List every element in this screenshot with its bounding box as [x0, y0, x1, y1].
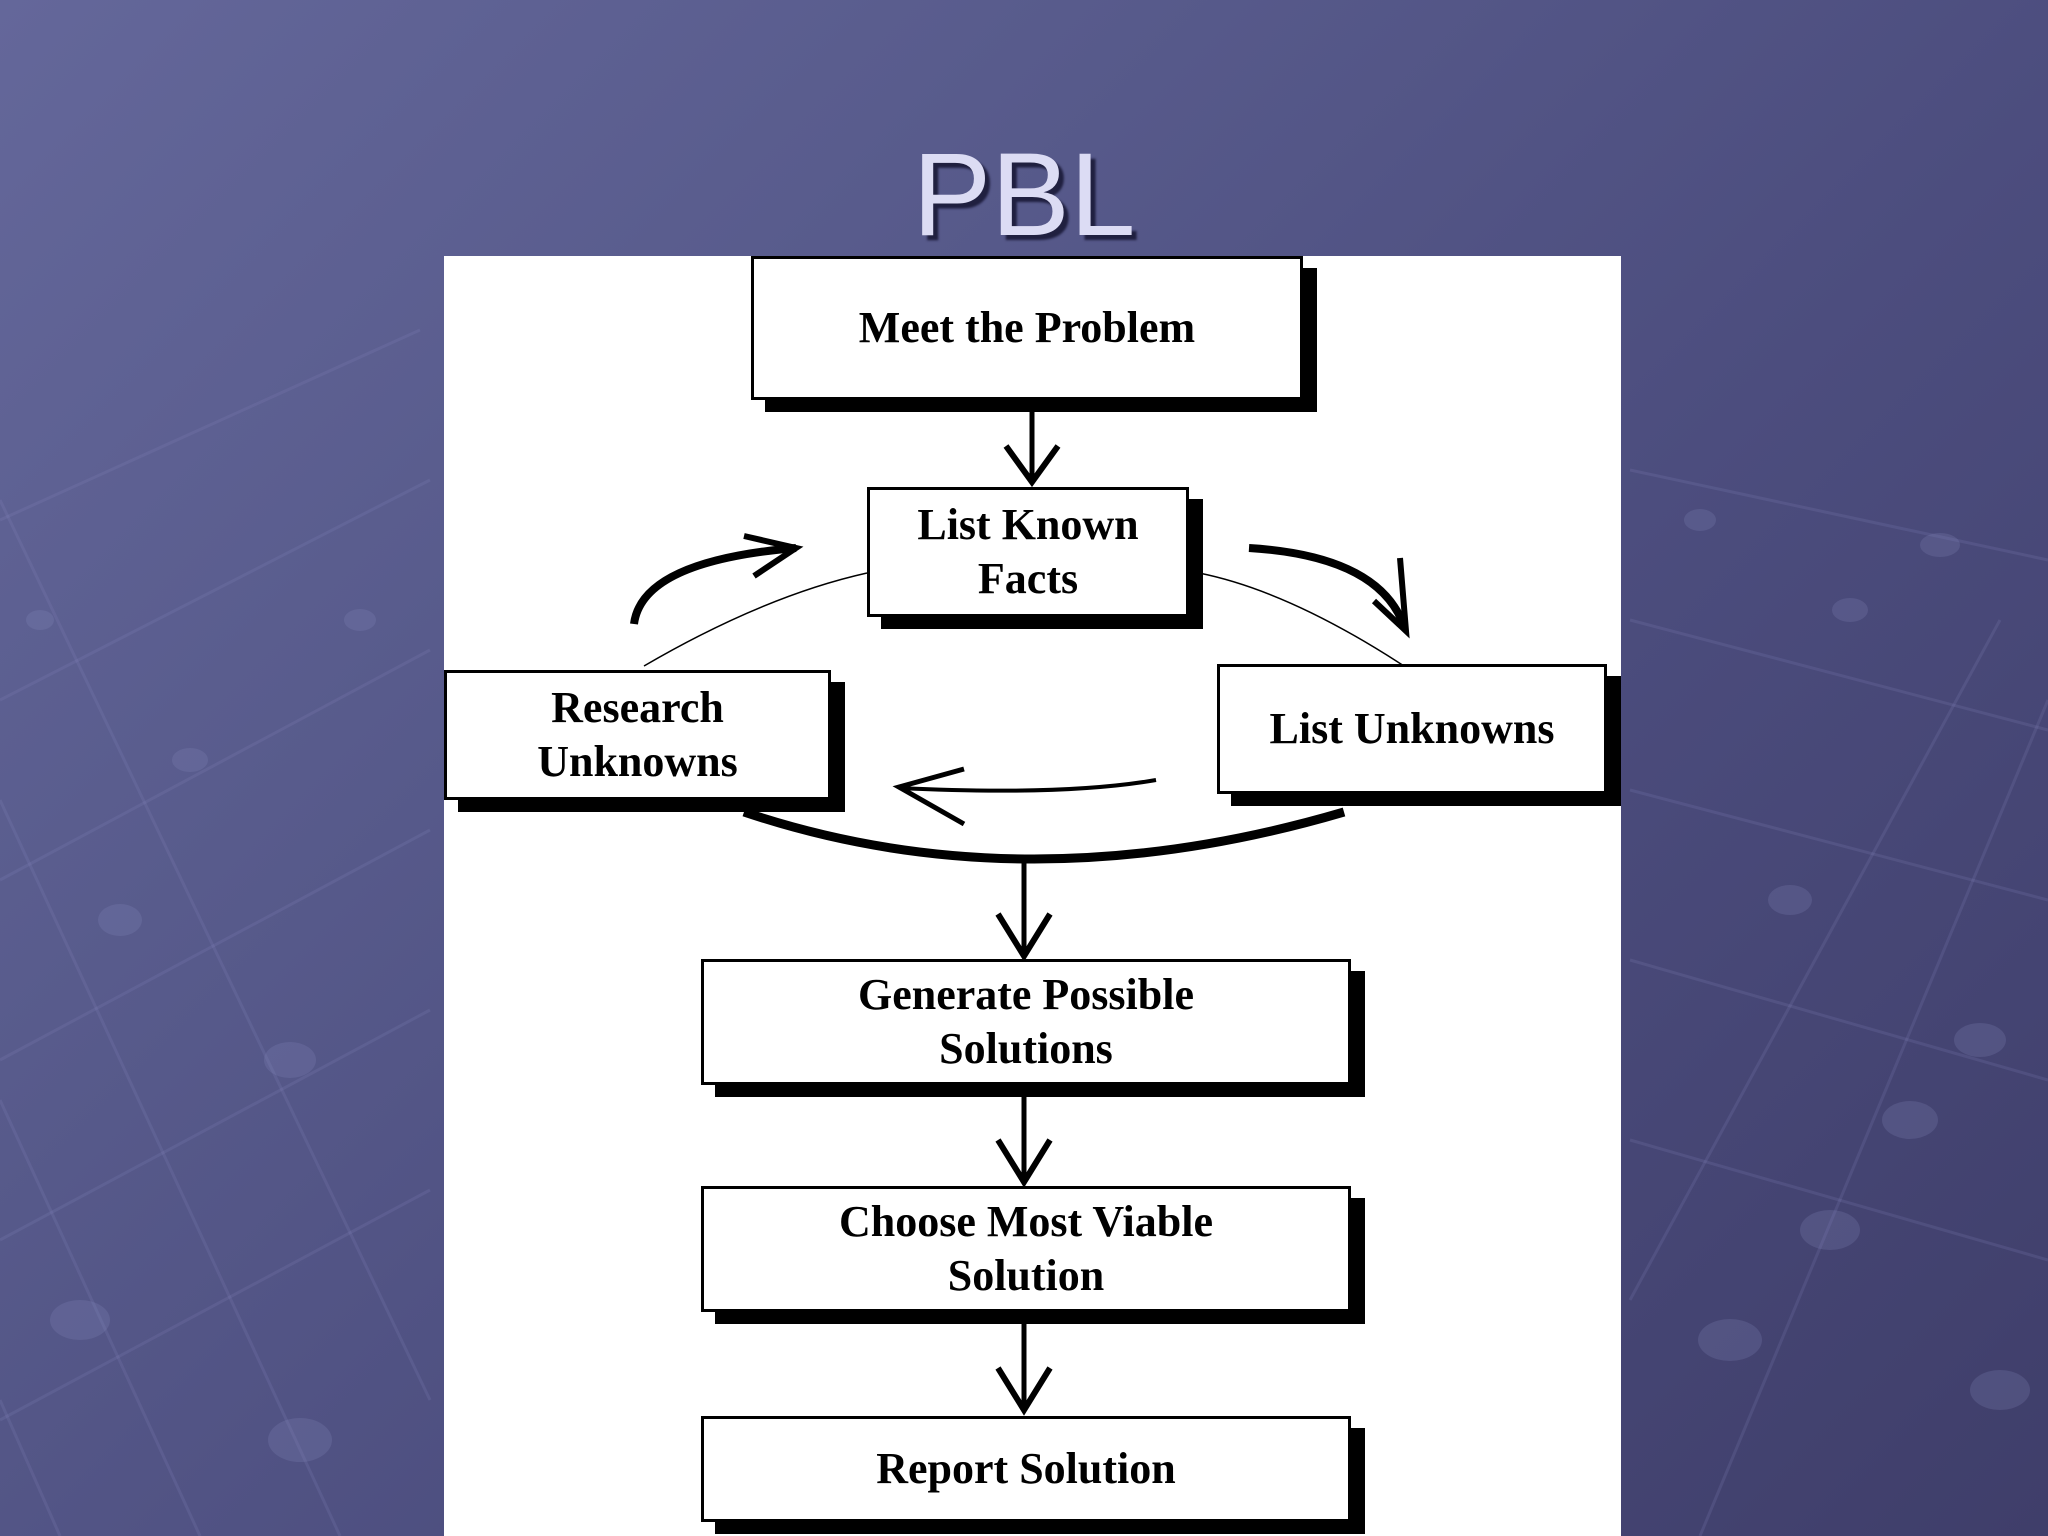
- step-label: Choose Most Viable Solution: [839, 1197, 1213, 1300]
- cycle-loop-top-left: [643, 572, 868, 667]
- step-label: Research Unknowns: [537, 683, 738, 786]
- arrowhead: [995, 1138, 1053, 1188]
- step-research-unknowns: Research Unknowns: [444, 670, 831, 800]
- arrowhead: [1003, 444, 1061, 488]
- curved-arrow-right: [1248, 544, 1408, 628]
- arrowhead: [995, 1366, 1053, 1416]
- step-label: Meet the Problem: [858, 303, 1196, 352]
- cycle-loop-top-right: [1198, 572, 1405, 667]
- step-list-known-facts: List Known Facts: [867, 487, 1189, 617]
- step-report-solution: Report Solution: [701, 1416, 1351, 1522]
- curved-arrow-bottom: [898, 778, 1157, 793]
- step-label: Generate Possible Solutions: [857, 970, 1195, 1073]
- step-choose-most-viable-solution: Choose Most Viable Solution: [701, 1186, 1351, 1312]
- pbl-flowchart: Meet the Problem List Known Facts Resear…: [444, 256, 1621, 1536]
- cycle-bowl: [742, 807, 1346, 864]
- step-label: Report Solution: [876, 1444, 1176, 1493]
- step-label: List Unknowns: [1269, 704, 1555, 753]
- step-generate-possible-solutions: Generate Possible Solutions: [701, 959, 1351, 1085]
- step-meet-the-problem: Meet the Problem: [751, 256, 1303, 400]
- arrowhead: [1371, 557, 1410, 639]
- curved-arrow-left-top: [630, 544, 797, 625]
- step-label: List Known Facts: [917, 500, 1139, 603]
- flowchart-connectors: [630, 408, 1410, 1416]
- step-list-unknowns: List Unknowns: [1217, 664, 1607, 794]
- arrowhead: [743, 533, 804, 579]
- slide-title: PBL: [912, 129, 1136, 261]
- arrowhead: [995, 912, 1053, 962]
- arrowhead: [892, 766, 966, 827]
